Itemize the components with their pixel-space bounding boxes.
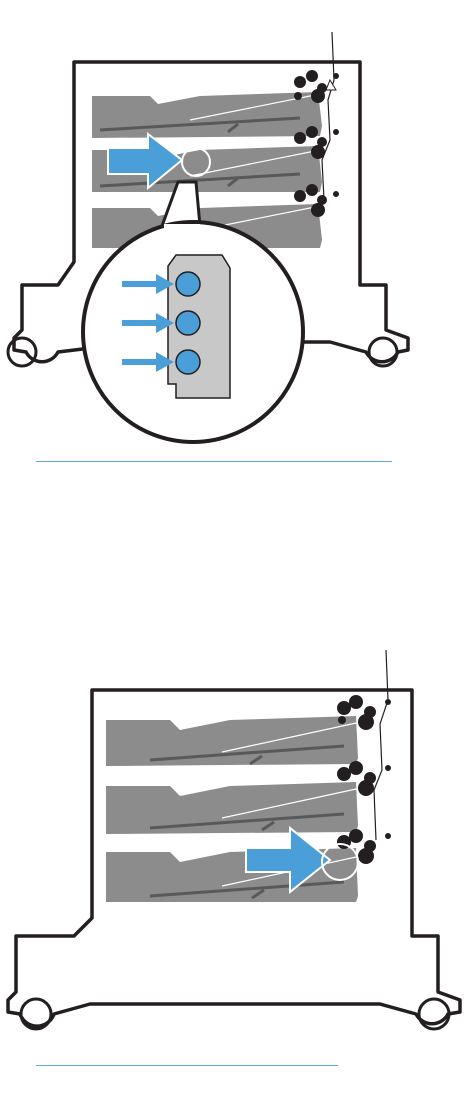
figure-tray-connectors: [0, 0, 474, 470]
figure-1-svg: [0, 0, 474, 470]
paper-tray-3: [106, 848, 370, 902]
feed-rollers: [294, 70, 339, 217]
paper-path-tip: [326, 80, 336, 90]
figure-tray-insertion: [0, 640, 474, 1080]
paper-tray-1: [106, 716, 370, 766]
paper-path: [322, 32, 334, 200]
caption-rule-2: [36, 1065, 338, 1066]
paper-tray-1: [92, 92, 322, 138]
feed-rollers: [337, 695, 391, 864]
figure-2-svg: [0, 640, 474, 1080]
connector-pin-2: [176, 311, 200, 335]
caption-rule-1: [36, 461, 392, 462]
paper-path: [374, 650, 388, 840]
connector-pin-3: [176, 350, 200, 374]
connector-pin-1: [176, 272, 200, 296]
paper-tray-2: [106, 782, 370, 834]
